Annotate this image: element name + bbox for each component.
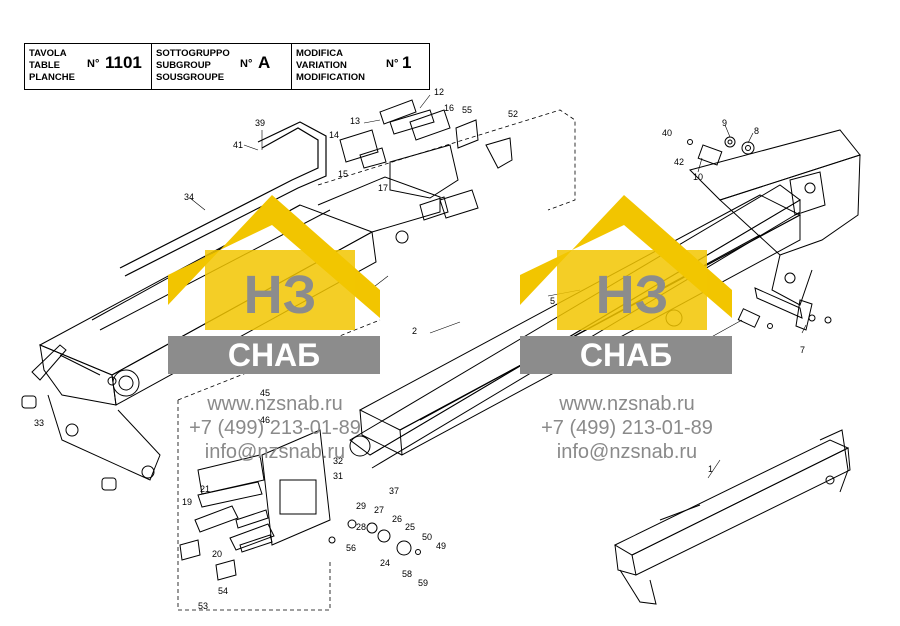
watermark-logo-left: НЗ СНАБ: [168, 195, 380, 374]
callout-10: 10: [693, 172, 703, 182]
callout-45: 45: [260, 388, 270, 398]
callout-46: 46: [260, 415, 270, 425]
callout-5: 5: [550, 296, 555, 306]
modification-no-label: N°: [386, 58, 399, 70]
table-no-label: N°: [87, 58, 100, 70]
callout-26: 26: [392, 514, 402, 524]
subgroup-letter: A: [258, 53, 271, 72]
callout-49: 49: [436, 541, 446, 551]
callout-41: 41: [233, 140, 243, 150]
watermark-phone-left: +7 (499) 213-01-89: [189, 417, 361, 439]
callout-21: 21: [200, 484, 210, 494]
end-plate-assembly: [179, 429, 421, 581]
watermark-logo-right: НЗ СНАБ: [520, 195, 732, 374]
callout-9: 9: [722, 118, 727, 128]
callout-42: 42: [674, 157, 684, 167]
callout-56: 56: [346, 543, 356, 553]
callout-13: 13: [350, 116, 360, 126]
callout-50: 50: [422, 532, 432, 542]
table-cell: TAVOLA TABLE PLANCHE N° 1101: [25, 44, 151, 89]
table-label-it: TAVOLA: [29, 48, 67, 59]
callout-20: 20: [212, 549, 222, 559]
callout-2: 2: [412, 326, 417, 336]
table-label-en: TABLE: [29, 60, 60, 71]
callout-40: 40: [662, 128, 672, 138]
cover-plates-upper: [339, 99, 513, 221]
watermark-phone-right: +7 (499) 213-01-89: [541, 417, 713, 439]
callout-29: 29: [356, 501, 366, 511]
subgroup-cell: SOTTOGRUPPO SUBGROUP SOUSGROUPE N° A: [151, 44, 291, 89]
callout-16: 16: [444, 103, 454, 113]
subgroup-no-label: N°: [240, 58, 253, 70]
assembly-thumbnail: [613, 429, 851, 605]
watermark-website-left: www.nzsnab.ru: [207, 393, 343, 415]
table-label-fr: PLANCHE: [29, 72, 75, 83]
callout-58: 58: [402, 569, 412, 579]
modification-label-en: VARIATION: [296, 60, 347, 71]
callout-28: 28: [356, 522, 366, 532]
watermark-brand-right: СНАБ: [580, 337, 672, 373]
modification-number: 1: [402, 53, 412, 72]
watermark-brand-left: СНАБ: [228, 337, 320, 373]
callout-54: 54: [218, 586, 228, 596]
callout-39: 39: [255, 118, 265, 128]
boom-head: [689, 129, 861, 306]
watermark-logo-text-right: НЗ: [596, 265, 669, 325]
table-number: 1101: [105, 53, 142, 72]
watermark-email-left: info@nzsnab.ru: [204, 441, 346, 463]
callout-52: 52: [508, 109, 518, 119]
watermark-email-right: info@nzsnab.ru: [556, 441, 698, 463]
watermark-website-right: www.nzsnab.ru: [559, 393, 695, 415]
pin-assembly-right: [737, 287, 832, 331]
callout-15: 15: [338, 169, 348, 179]
watermark-contact-right: www.nzsnab.ru +7 (499) 213-01-89 info@nz…: [522, 392, 732, 464]
callout-59: 59: [418, 578, 428, 588]
callout-37: 37: [389, 486, 399, 496]
modification-cell: MODIFICA VARIATION MODIFICATION N° 1: [291, 44, 429, 89]
callout-25: 25: [405, 522, 415, 532]
callout-53: 53: [198, 601, 208, 611]
callout-34: 34: [184, 192, 194, 202]
pin-parts-top: [687, 136, 755, 166]
callout-1: 1: [708, 464, 713, 474]
callout-labels: 1 2 3 5 7 8 9 10 12 13 14 15 16 17 19 20…: [34, 87, 805, 611]
callout-24: 24: [380, 558, 390, 568]
subgroup-label-fr: SOUSGROUPE: [156, 72, 225, 83]
callout-19: 19: [182, 497, 192, 507]
subgroup-label-en: SUBGROUP: [156, 60, 211, 71]
modification-label-fr: MODIFICATION: [296, 72, 365, 83]
callout-17: 17: [378, 183, 388, 193]
title-block: TAVOLA TABLE PLANCHE N° 1101 SOTTOGRUPPO…: [24, 43, 430, 90]
callout-12: 12: [434, 87, 444, 97]
callout-8: 8: [754, 126, 759, 136]
bolts-33: [21, 395, 117, 491]
callout-32: 32: [333, 456, 343, 466]
callout-27: 27: [374, 505, 384, 515]
watermark-logo-text-left: НЗ: [244, 265, 317, 325]
callout-7: 7: [800, 345, 805, 355]
modification-label-it: MODIFICA: [296, 48, 343, 59]
callout-33: 33: [34, 418, 44, 428]
callout-55: 55: [462, 105, 472, 115]
callout-31: 31: [333, 471, 343, 481]
callout-14: 14: [329, 130, 339, 140]
watermark-contact-left: www.nzsnab.ru +7 (499) 213-01-89 info@nz…: [170, 392, 380, 464]
subgroup-label-it: SOTTOGRUPPO: [156, 48, 230, 59]
